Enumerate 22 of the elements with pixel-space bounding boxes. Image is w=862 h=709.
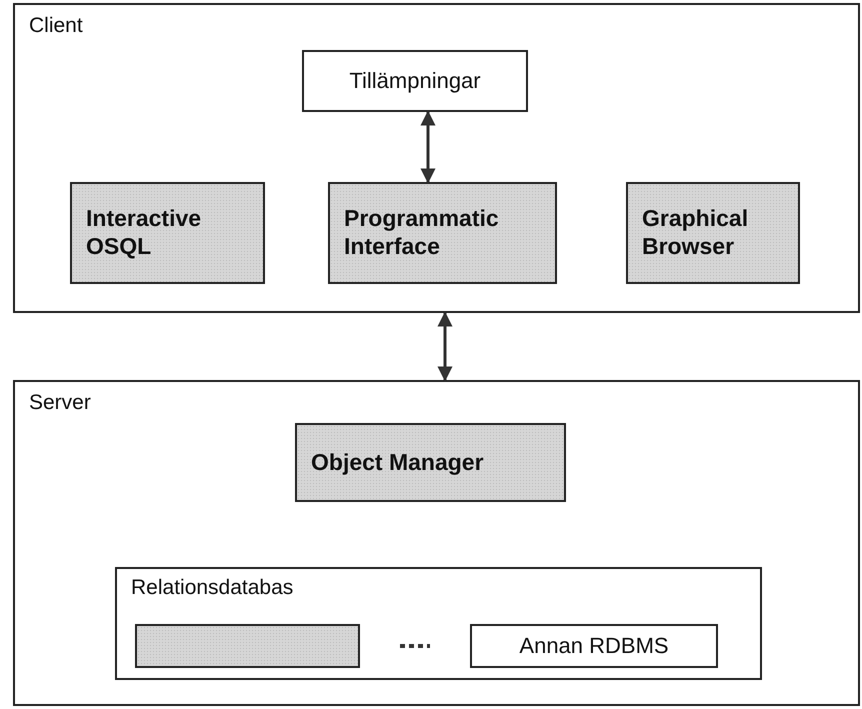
double-arrow [438, 312, 452, 382]
panel-title: Client [29, 13, 83, 38]
component-box [302, 50, 528, 112]
box-label: Annan RDBMS [519, 632, 669, 660]
box-label: Graphical Browser [642, 205, 750, 261]
component-box [470, 624, 718, 668]
component-box [328, 182, 557, 284]
box-label: Tillämpningar [349, 68, 481, 94]
panel-title: Server [29, 390, 91, 416]
panel-title: Relationsdatabas [131, 575, 294, 600]
component-box [70, 182, 265, 284]
tier-panel [13, 3, 860, 313]
component-box [295, 423, 566, 502]
box-label: Programmatic Interface [344, 205, 500, 261]
box-label: Object Manager [311, 448, 484, 476]
group-box [115, 567, 762, 680]
box-label: Interactive OSQL [86, 205, 202, 261]
dotted-connector [400, 644, 430, 648]
component-box [626, 182, 800, 284]
component-box [135, 624, 360, 668]
tier-panel [13, 380, 860, 706]
double-arrow [420, 110, 436, 184]
